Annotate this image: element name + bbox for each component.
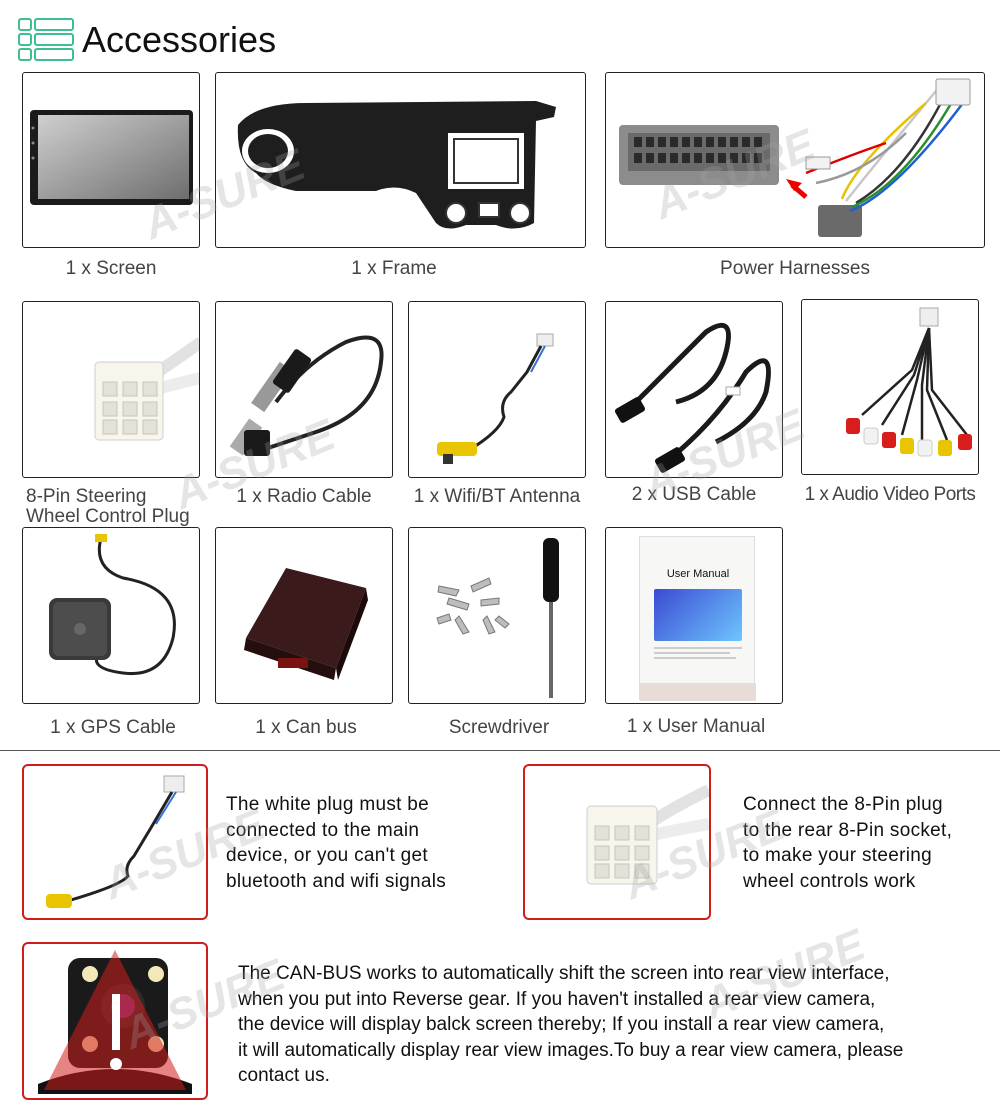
caption-steering-line1: 8-Pin Steering xyxy=(26,486,147,507)
user-manual-image: User Manual xyxy=(605,527,783,704)
caption-antenna: 1 x Wifi/BT Antenna xyxy=(413,486,581,507)
rear-camera-callout-image xyxy=(22,942,208,1100)
note-canbus-line: The CAN-BUS works to automatically shift… xyxy=(238,963,890,984)
wifi-plug-callout-image xyxy=(22,764,208,920)
manual-booklet: User Manual xyxy=(639,536,756,701)
screwdriver-image xyxy=(408,527,586,704)
note-canbus-line: when you put into Reverse gear. If you h… xyxy=(238,988,876,1010)
note-steering-line: wheel controls work xyxy=(743,870,916,892)
caption-power-harnesses: Power Harnesses xyxy=(720,258,870,279)
caption-screen: 1 x Screen xyxy=(65,258,157,279)
page-title: Accessories xyxy=(82,19,277,60)
caption-canbus: 1 x Can bus xyxy=(255,717,357,738)
note-wifi-line: The white plug must be xyxy=(226,794,430,815)
caption-usb-cable: 2 x USB Cable xyxy=(631,484,757,505)
note-steering-line: to the rear 8-Pin socket, xyxy=(743,819,953,841)
note-canbus-line: it will automatically display rear view … xyxy=(238,1039,904,1061)
manual-title: User Manual xyxy=(666,568,730,580)
frame-image xyxy=(215,72,586,248)
caption-screwdriver: Screwdriver xyxy=(448,717,550,738)
note-canbus: The CAN-BUS works to automatically shift… xyxy=(238,961,903,1089)
caption-gps-cable: 1 x GPS Cable xyxy=(50,717,176,738)
caption-steering-line2: Wheel Control Plug xyxy=(26,506,190,527)
usb-cable-image xyxy=(605,301,783,478)
note-wifi-plug: The white plug must be connected to the … xyxy=(226,792,446,894)
steering-plug-callout-image xyxy=(523,764,711,920)
header-list-icon xyxy=(18,18,74,62)
av-ports-image xyxy=(801,299,979,475)
divider xyxy=(0,750,1000,751)
caption-user-manual: 1 x User Manual xyxy=(626,716,766,737)
caption-radio-cable: 1 x Radio Cable xyxy=(236,486,372,507)
note-steering-plug: Connect the 8-Pin plug to the rear 8-Pin… xyxy=(743,792,952,894)
caption-av-ports: 1 x Audio Video Ports xyxy=(804,484,976,505)
radio-cable-image xyxy=(215,301,393,478)
antenna-image xyxy=(408,301,586,478)
note-wifi-line: connected to the main xyxy=(226,819,420,841)
note-canbus-line: the device will display balck screen the… xyxy=(238,1014,885,1035)
manual-screen xyxy=(654,589,742,641)
steering-plug-image xyxy=(22,301,200,478)
canbus-image xyxy=(215,527,393,704)
note-canbus-line: contact us. xyxy=(238,1065,330,1086)
note-wifi-line: device, or you can't get xyxy=(226,845,428,866)
note-wifi-line: bluetooth and wifi signals xyxy=(226,870,447,892)
screen-image xyxy=(22,72,200,248)
power-harness-image xyxy=(605,72,985,248)
caption-frame: 1 x Frame xyxy=(351,258,437,279)
note-steering-line: to make your steering xyxy=(743,845,932,866)
note-steering-line: Connect the 8-Pin plug xyxy=(743,794,943,815)
gps-cable-image xyxy=(22,527,200,704)
